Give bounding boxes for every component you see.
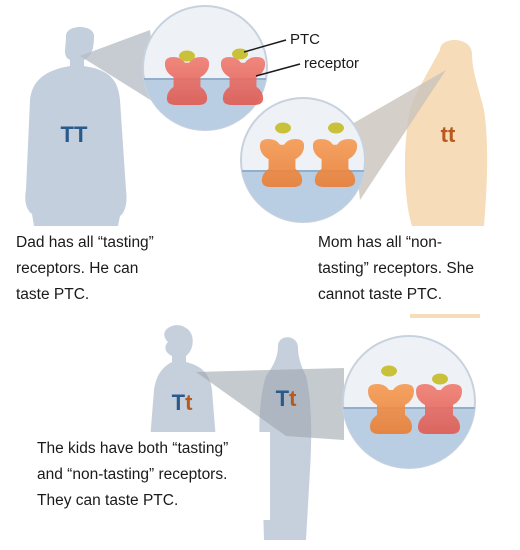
kid1-silhouette (150, 325, 216, 440)
mom-caption: Mom has all “non- tasting” receptors. Sh… (308, 226, 504, 314)
ptc-molecule (232, 48, 248, 60)
ptc-molecule (275, 122, 291, 134)
kids-caption-line: and “non-tasting” receptors. (37, 466, 228, 483)
dad-silhouette (25, 27, 127, 314)
kids-caption: The kids have both “tasting” and “non-ta… (27, 432, 270, 520)
dad-genotype: TT (61, 122, 88, 147)
kids-caption-line: The kids have both “tasting” (37, 440, 229, 457)
mom-caption-line: cannot taste PTC. (318, 286, 443, 303)
kid1-allele-1: T (172, 390, 186, 415)
kid1-allele-2: t (185, 390, 193, 415)
mom-caption-line: Mom has all “non- (318, 234, 443, 251)
dad-caption-line: taste PTC. (16, 286, 90, 303)
ptc-molecule (432, 373, 448, 385)
dad-caption-line: Dad has all “tasting” (16, 234, 154, 251)
dad-allele-1: T (61, 122, 75, 147)
mom-caption-line: tasting” receptors. She (318, 260, 474, 277)
ptc-molecule (179, 50, 195, 62)
receptor-pointer (255, 63, 301, 77)
dad-caption: Dad has all “tasting” receptors. He can … (6, 226, 196, 314)
ptc-label: PTC (290, 31, 320, 48)
dad-caption-line: receptors. He can (16, 260, 139, 277)
kids-caption-line: They can taste PTC. (37, 492, 179, 509)
mom-genotype: tt (441, 122, 456, 147)
mom-receptor-zoom (240, 97, 366, 223)
receptor-label: receptor (304, 55, 359, 72)
ptc-molecule (381, 365, 397, 377)
kid2-allele-2: t (289, 386, 297, 411)
dad-zoom-beam (80, 30, 160, 106)
dad-receptor-zoom (142, 5, 268, 131)
kids-receptor-zoom (342, 335, 476, 469)
ptc-molecule (328, 122, 344, 134)
mom-allele-2: t (448, 122, 456, 147)
mom-allele-1: t (441, 122, 449, 147)
mom-zoom-beam (352, 70, 446, 200)
kid2-genotype: Tt (276, 386, 297, 411)
kids-zoom-beam (196, 368, 344, 440)
kid2-allele-1: T (276, 386, 290, 411)
dad-allele-2: T (74, 122, 88, 147)
ptc-pointer (243, 39, 287, 53)
kid1-genotype: Tt (172, 390, 193, 415)
